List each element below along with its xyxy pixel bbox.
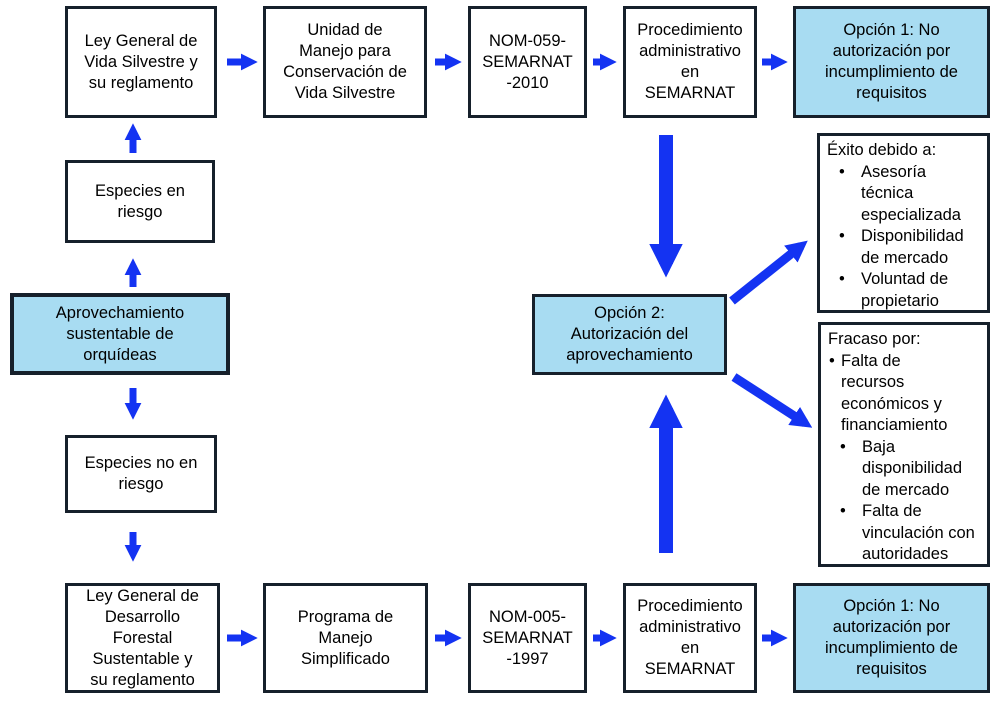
box-especies-en-riesgo: Especies en riesgo	[65, 160, 215, 243]
box-unidad-manejo-conservacion: Unidad de Manejo para Conservación de Vi…	[263, 6, 427, 118]
bullet-text: Falta de vinculación con autoridades	[862, 502, 975, 563]
fracaso-title: Fracaso por:	[828, 330, 921, 348]
box-opcion1-no-autorizacion-bottom: Opción 1: No autorización por incumplimi…	[793, 583, 990, 693]
bullet-item: Falta de recursos económicos y financiam…	[828, 351, 983, 437]
box-nom-059-semarnat-2010: NOM-059- SEMARNAT -2010	[468, 6, 587, 118]
bullet-text: Disponibilidad de mercado	[861, 227, 964, 267]
box-opcion1-no-autorizacion-top: Opción 1: No autorización por incumplimi…	[793, 6, 990, 118]
box-programa-manejo-simplificado: Programa de Manejo Simplificado	[263, 583, 428, 693]
bullet-text: Asesoría técnica especializada	[861, 162, 961, 224]
box-fracaso: Fracaso por: Falta de recursos económico…	[818, 322, 990, 567]
box-procedimiento-administrativo-bottom: Procedimiento administrativo en SEMARNAT	[623, 583, 757, 693]
box-opcion2-autorizacion: Opción 2: Autorización del aprovechamien…	[532, 294, 727, 375]
bullet-item: Falta de vinculación con autoridades	[828, 501, 983, 566]
bullet-item: Disponibilidad de mercado	[827, 226, 983, 269]
bullet-item: Baja disponibilidad de mercado	[828, 437, 983, 502]
exito-title: Éxito debido a:	[827, 141, 937, 159]
fracaso-bullets: Falta de recursos económicos y financiam…	[828, 351, 983, 566]
box-procedimiento-administrativo-top: Procedimiento administrativo en SEMARNAT	[623, 6, 757, 118]
box-especies-no-en-riesgo: Especies no en riesgo	[65, 435, 217, 513]
exito-bullets: Asesoría técnica especializada Disponibi…	[827, 162, 983, 313]
box-ley-general-desarrollo-forestal: Ley General de Desarrollo Forestal Suste…	[65, 583, 220, 693]
box-exito: Éxito debido a: Asesoría técnica especia…	[817, 133, 990, 313]
arrow-opcion2-to-exito	[729, 240, 808, 305]
bullet-text: Voluntad de propietario	[861, 270, 949, 310]
bullet-text: Baja disponibilidad de mercado	[862, 437, 962, 499]
box-nom-005-semarnat-1997: NOM-005- SEMARNAT -1997	[468, 583, 587, 693]
bullet-item: Asesoría técnica especializada	[827, 162, 983, 227]
arrow-opcion2-to-fracaso	[731, 373, 813, 428]
bullet-item: Voluntad de propietario	[827, 269, 983, 312]
box-aprovechamiento-sustentable-orquideas: Aprovechamiento sustentable de orquídeas	[10, 293, 230, 375]
bullet-text: Falta de recursos económicos y financiam…	[841, 351, 948, 435]
box-ley-general-vida-silvestre: Ley General de Vida Silvestre y su regla…	[65, 6, 217, 118]
